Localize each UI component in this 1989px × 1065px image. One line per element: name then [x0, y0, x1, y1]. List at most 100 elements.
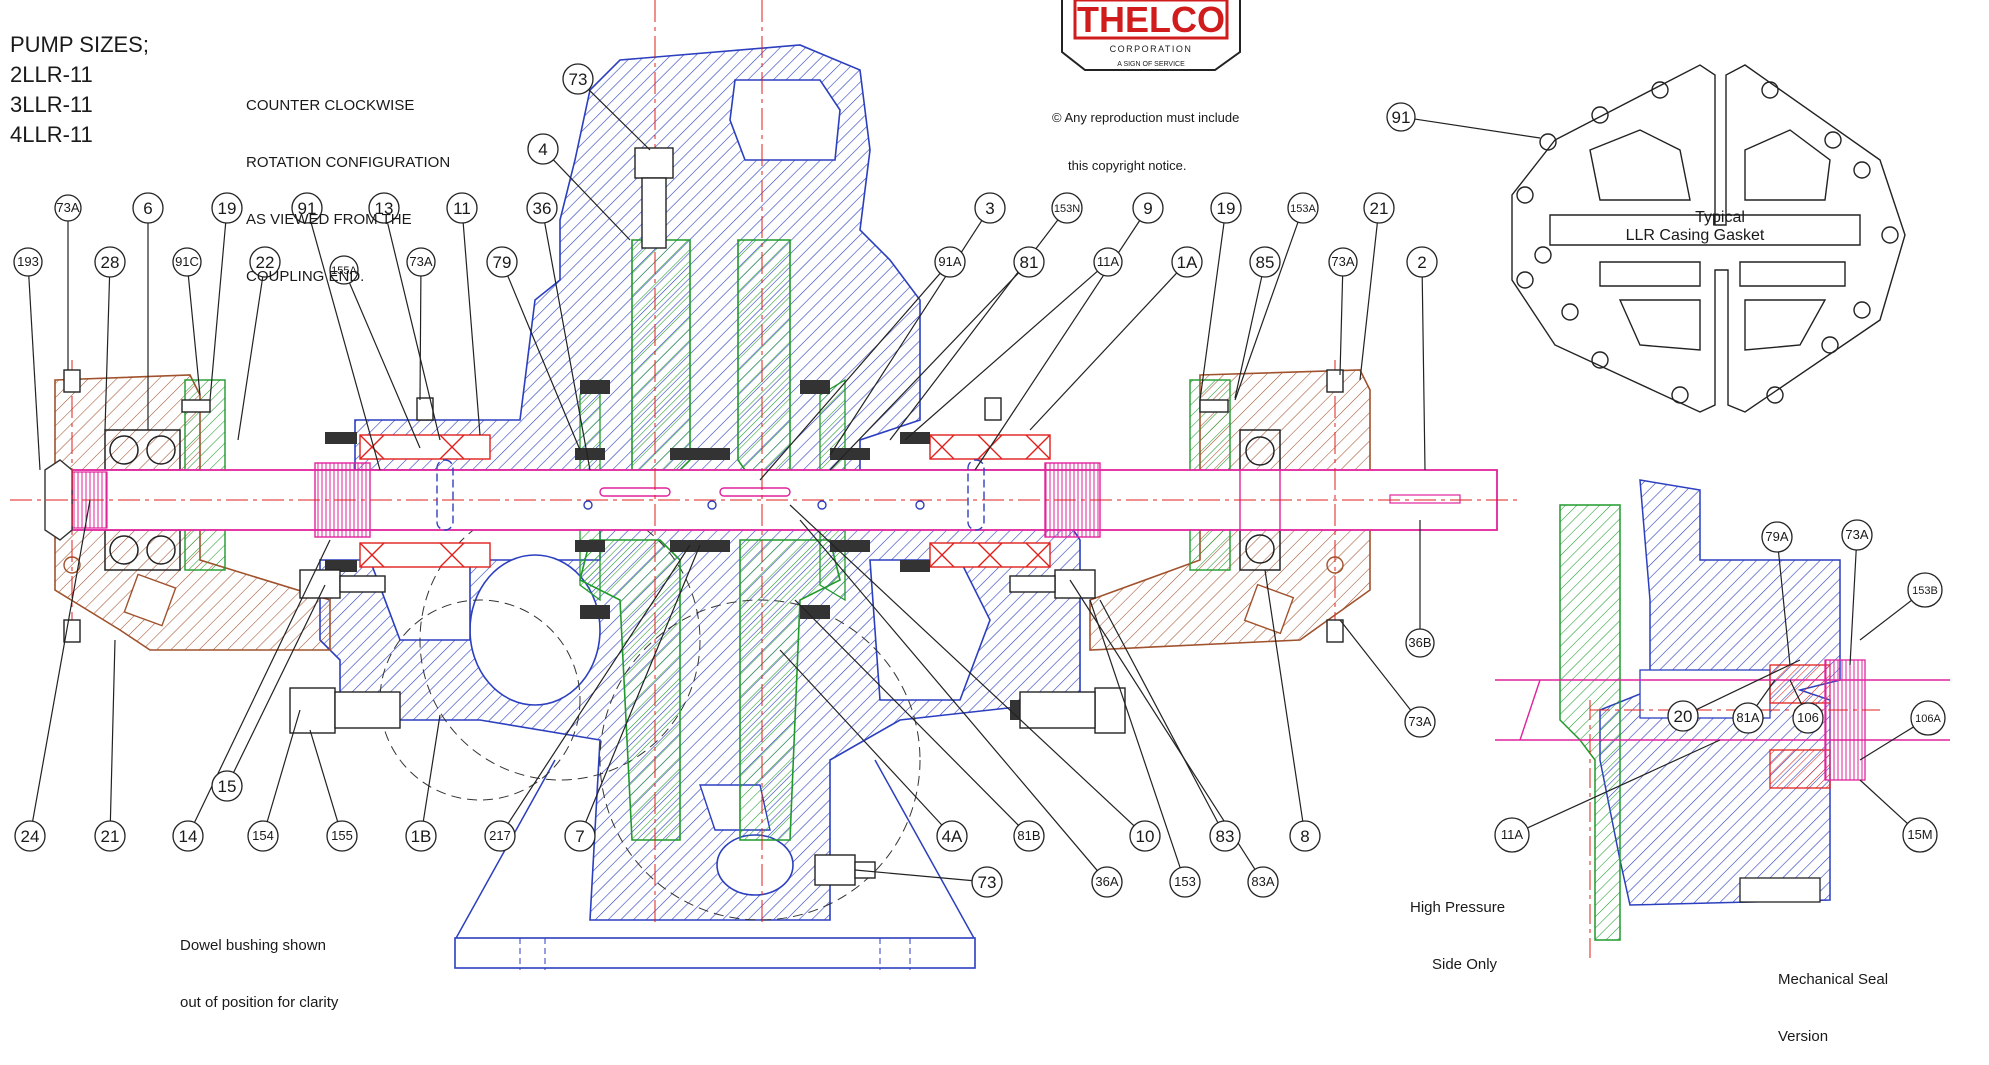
callout-bubble: [1171, 246, 1203, 278]
callout-bubble: [1169, 866, 1201, 898]
callout-label: 9: [1143, 199, 1152, 218]
leader-line: [1859, 726, 1914, 761]
leader-line: [1421, 276, 1426, 471]
callout-bubble: [132, 192, 164, 224]
callout-bubble: [934, 246, 966, 278]
leader-line: [1234, 221, 1299, 401]
leader-line: [109, 639, 116, 822]
bolts: [63, 147, 1344, 886]
callout-bubble: [1405, 628, 1435, 658]
mechanical-seal-note: Mechanical Seal Version: [1778, 932, 1888, 1065]
leader-line: [1777, 551, 1791, 666]
callout-bubble: [562, 63, 594, 95]
callout-label: 4: [538, 140, 547, 159]
leader-line: [1527, 739, 1721, 829]
callout-bubble: [486, 246, 518, 278]
callout-bubble: [527, 133, 559, 165]
callout-bubble: [1907, 572, 1943, 608]
callout-label: 7: [575, 827, 584, 846]
leader-line: [237, 276, 264, 441]
callout-label: 153N: [1054, 203, 1080, 215]
leader-line: [209, 222, 227, 401]
leader-line: [507, 275, 581, 451]
callout-bubble: [1792, 702, 1824, 734]
rotation-note: COUNTER CLOCKWISE ROTATION CONFIGURATION…: [246, 58, 450, 305]
leader-line: [799, 519, 1098, 871]
callout-label: 106: [1797, 710, 1819, 725]
callout-label: 22: [256, 253, 275, 272]
leader-line: [585, 544, 701, 823]
leader-line: [588, 89, 651, 151]
callout-label: 2: [1417, 253, 1426, 272]
callout-label: 14: [179, 827, 198, 846]
callout-bubble: [94, 246, 126, 278]
callout-bubble: [1287, 192, 1319, 224]
leader-line: [789, 504, 1135, 827]
callout-label: 20: [1674, 707, 1693, 726]
callout-label: 153A: [1290, 203, 1316, 215]
callout-label: 85: [1256, 253, 1275, 272]
callout-bubble: [1363, 192, 1395, 224]
callout-bubble: [405, 820, 437, 852]
leader-line: [544, 222, 591, 471]
logo-name: THELCO: [1077, 0, 1225, 40]
callout-label: 21: [1370, 199, 1389, 218]
logo-tagline: A SIGN OF SERVICE: [1117, 61, 1185, 68]
callout-label: 73A: [409, 254, 432, 269]
callout-label: 73: [978, 873, 997, 892]
leader-line: [1199, 222, 1225, 401]
callout-bubble: [936, 820, 968, 852]
callout-bubble: [329, 255, 359, 285]
callout-label: 19: [1217, 199, 1236, 218]
callout-label: 11: [453, 199, 471, 218]
leader-line: [1859, 599, 1912, 641]
pump-sizes-list: PUMP SIZES; 2LLR-11 3LLR-11 4LLR-11: [10, 30, 149, 150]
leader-line: [1859, 779, 1908, 824]
callout-label: 8: [1300, 827, 1309, 846]
seal-note-line: Mechanical Seal: [1778, 971, 1889, 988]
packing-sets: [359, 434, 1051, 568]
leader-line: [794, 599, 1019, 826]
copyright-line: © Any reproduction must include: [1052, 110, 1240, 125]
callout-bubble: [1210, 192, 1242, 224]
callout-label: 155A: [331, 265, 357, 277]
callout-bubble: [249, 246, 281, 278]
dowel-note: Dowel bushing shown out of position for …: [180, 898, 338, 1031]
leader-line: [1264, 569, 1304, 822]
callout-label: 36A: [1095, 874, 1118, 889]
callout-label: 24: [21, 827, 40, 846]
callout-label: 81: [1020, 253, 1039, 272]
callout-bubble: [1386, 102, 1416, 132]
leader-line: [104, 276, 111, 431]
callout-bubble: [1051, 192, 1083, 224]
callout-label: 81A: [1736, 710, 1759, 725]
leader-line: [1696, 659, 1801, 711]
callout-bubble: [1091, 866, 1123, 898]
gasket-caption-line2: LLR Casing Gasket: [1626, 227, 1765, 244]
callout-label: 155: [331, 828, 353, 843]
leader-line: [1849, 549, 1857, 666]
callout-bubble: [971, 866, 1003, 898]
callout-bubble: [1406, 246, 1438, 278]
callout-label: 4A: [942, 827, 963, 846]
callout-bubble: [1494, 817, 1530, 853]
leader-line: [266, 709, 301, 822]
callout-bubble: [1667, 700, 1699, 732]
callout-bubble: [1247, 866, 1279, 898]
callout-label: 79: [493, 253, 512, 272]
thelco-logo: THELCO CORPORATION A SIGN OF SERVICE: [1061, 0, 1241, 71]
callout-label: 83A: [1251, 874, 1274, 889]
callout-label: 217: [489, 828, 511, 843]
callout-bubble: [1732, 702, 1764, 734]
leader-line: [904, 270, 1098, 441]
callout-bubble: [484, 820, 516, 852]
callout-label: 13: [375, 199, 394, 218]
callout-bubble: [54, 194, 82, 222]
callout-bubble: [94, 820, 126, 852]
callout-bubble: [406, 247, 436, 277]
high-pressure-line: High Pressure: [1410, 899, 1506, 916]
callout-bubble: [291, 192, 323, 224]
callout-label: 19: [218, 199, 237, 218]
pump-sizes-heading: PUMP SIZES;: [10, 32, 149, 57]
